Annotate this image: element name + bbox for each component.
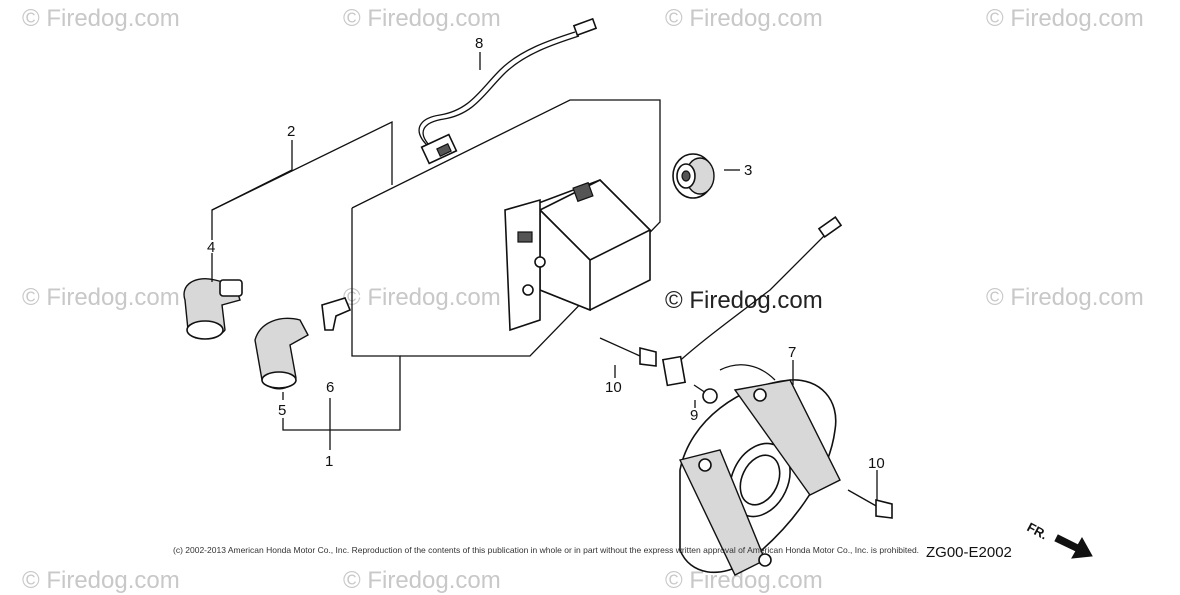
- callout-3: 3: [744, 162, 752, 179]
- diagram-code: ZG00-E2002: [926, 544, 1012, 561]
- callout-6: 6: [326, 379, 334, 396]
- arrow-icon: [1054, 534, 1093, 559]
- bolt-part-10-lower: [847, 489, 893, 519]
- wire-harness-part-8: [418, 17, 598, 165]
- grommet-part-3: [672, 153, 715, 199]
- watermark-layer: © Firedog.com © Firedog.com © Firedog.co…: [22, 5, 1144, 594]
- copyright-notice: (c) 2002-2013 American Honda Motor Co., …: [173, 545, 919, 555]
- leader-lines: [211, 52, 878, 500]
- callout-10-lower: 10: [868, 455, 885, 472]
- callout-8: 8: [475, 35, 483, 52]
- callout-1: 1: [325, 453, 333, 470]
- exciter-coil-part-7: [661, 216, 843, 576]
- direction-label: FR.: [1025, 519, 1051, 542]
- front-direction-indicator: FR.: [1025, 519, 1093, 559]
- watermark: © Firedog.com: [986, 284, 1144, 311]
- rubber-boot-part-5: [254, 317, 309, 390]
- watermark: © Firedog.com: [986, 5, 1144, 32]
- watermark: © Firedog.com: [665, 5, 823, 32]
- assembly-bracket: [211, 99, 661, 450]
- callout-9: 9: [690, 407, 698, 424]
- callout-4: 4: [207, 239, 215, 256]
- watermark: © Firedog.com: [22, 567, 180, 594]
- watermark: © Firedog.com: [343, 567, 501, 594]
- bolt-part-10: [599, 337, 657, 367]
- watermark: © Firedog.com: [22, 5, 180, 32]
- callout-labels: 8 2 3 4 6 5 1 10 9 7 10: [207, 35, 885, 472]
- watermark: © Firedog.com: [22, 284, 180, 311]
- callout-2: 2: [287, 123, 295, 140]
- spark-plug-cap-part-4: [183, 278, 243, 340]
- watermark: © Firedog.com: [343, 5, 501, 32]
- screw-part-9: [693, 384, 718, 404]
- watermark: © Firedog.com: [665, 567, 823, 594]
- ignition-coil-part-1: [358, 117, 652, 332]
- callout-7: 7: [788, 344, 796, 361]
- terminal-clip-part-6: [321, 297, 352, 331]
- callout-5: 5: [278, 402, 286, 419]
- callout-10-upper: 10: [605, 379, 622, 396]
